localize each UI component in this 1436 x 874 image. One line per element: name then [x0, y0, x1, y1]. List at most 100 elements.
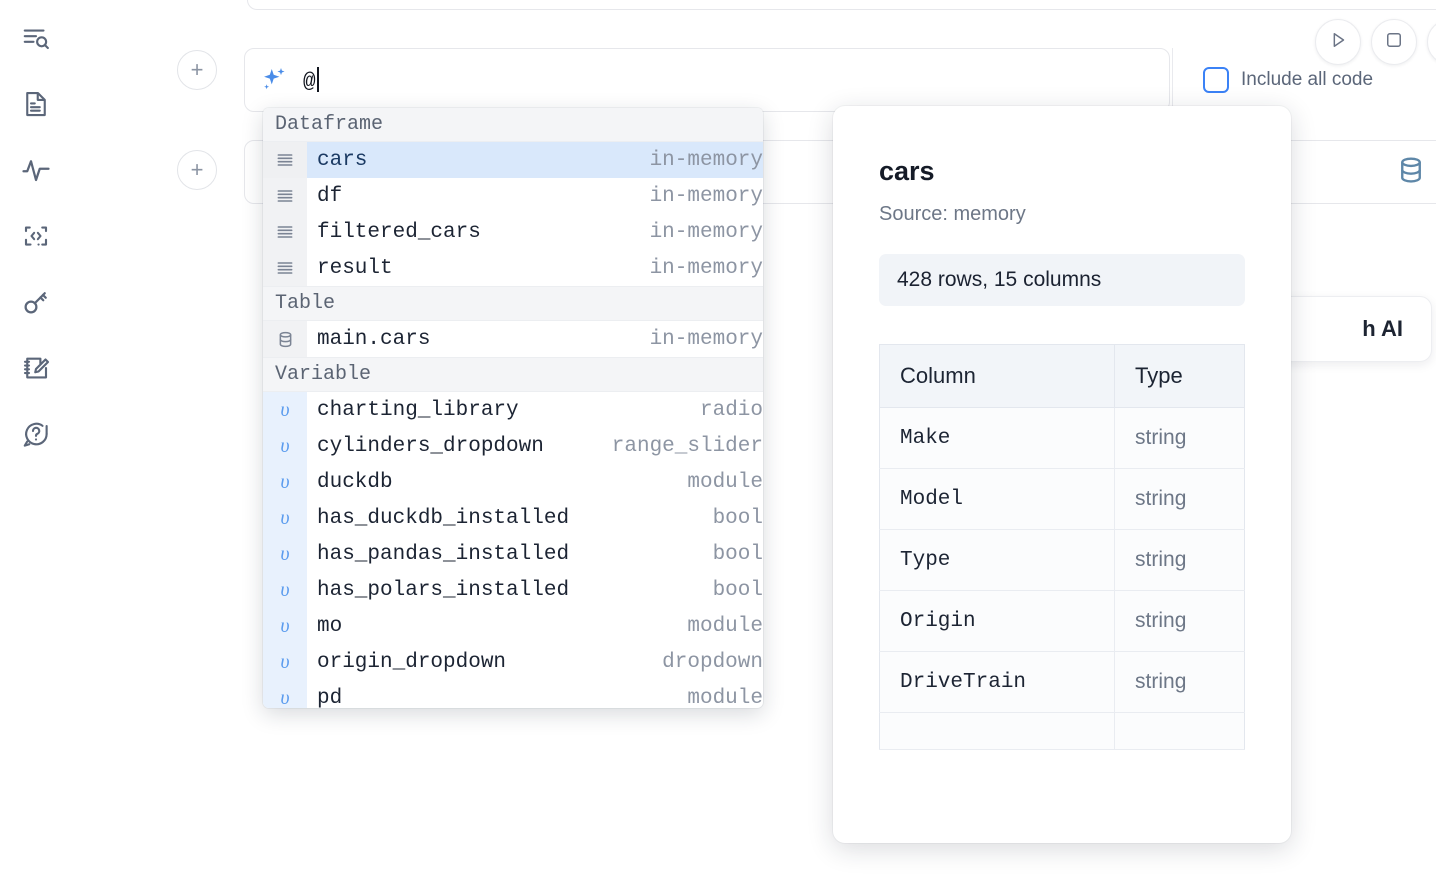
- autocomplete-item-type: module: [687, 614, 763, 638]
- database-icon: [263, 321, 307, 357]
- autocomplete-item-name: main.cars: [317, 327, 431, 351]
- key-icon: [21, 287, 51, 317]
- square-stop-icon: [1384, 30, 1404, 55]
- sparkle-icon: [259, 65, 289, 95]
- autocomplete-item-name: pd: [317, 686, 343, 709]
- doc-type-cell: [1114, 712, 1245, 750]
- autocomplete-item-name: origin_dropdown: [317, 650, 507, 674]
- autocomplete-group-header: Variable: [263, 357, 763, 392]
- doc-column-cell: Type: [879, 529, 1116, 591]
- doc-type-cell: string: [1114, 468, 1245, 530]
- autocomplete-group-header: Dataframe: [263, 108, 763, 142]
- dataframe-icon: [263, 214, 307, 250]
- autocomplete-item[interactable]: υ has_pandas_installed bool: [263, 536, 763, 572]
- dataframe-icon: [263, 178, 307, 214]
- doc-type-cell: string: [1114, 529, 1245, 591]
- ai-prompt-value: @: [303, 70, 316, 94]
- doc-column-cell: Model: [879, 468, 1116, 530]
- autocomplete-item[interactable]: υ has_duckdb_installed bool: [263, 500, 763, 536]
- autocomplete-item[interactable]: υ has_polars_installed bool: [263, 572, 763, 608]
- stop-button[interactable]: [1371, 19, 1417, 65]
- autocomplete-item[interactable]: main.cars in-memory: [263, 321, 763, 357]
- doc-source: Source: memory: [879, 203, 1026, 225]
- sidebar-item-explore-outline[interactable]: [14, 16, 58, 60]
- help-chat-icon: [21, 419, 51, 449]
- autocomplete-item-type: dropdown: [662, 650, 763, 674]
- autocomplete-item-type: module: [687, 470, 763, 494]
- explore-outline-icon: [21, 23, 51, 53]
- autocomplete-item-type: bool: [712, 578, 763, 602]
- database-icon[interactable]: [1396, 155, 1426, 190]
- ai-prompt-input[interactable]: @: [303, 66, 319, 94]
- autocomplete-item-type: in-memory: [649, 184, 763, 208]
- autocomplete-item-name: has_duckdb_installed: [317, 506, 570, 530]
- doc-shape-badge: 428 rows, 15 columns: [879, 254, 1245, 306]
- autocomplete-item[interactable]: result in-memory: [263, 250, 763, 286]
- dataframe-icon: [263, 250, 307, 286]
- sidebar-item-activity[interactable]: [14, 148, 58, 192]
- autocomplete-item-name: charting_library: [317, 398, 519, 422]
- variable-icon: υ: [263, 428, 307, 464]
- sidebar-item-secrets[interactable]: [14, 280, 58, 324]
- ai-prompt-bar[interactable]: @: [244, 48, 1170, 112]
- variable-icon: υ: [263, 680, 307, 708]
- autocomplete-item[interactable]: υ cylinders_dropdown range_slider: [263, 428, 763, 464]
- sidebar-item-file[interactable]: [14, 82, 58, 126]
- include-all-code-row[interactable]: Include all code: [1172, 48, 1436, 112]
- variable-icon: υ: [263, 500, 307, 536]
- doc-column-cell: Origin: [879, 590, 1116, 652]
- include-all-code-label: Include all code: [1241, 69, 1374, 90]
- doc-type-cell: string: [1114, 407, 1245, 469]
- variable-icon: υ: [263, 464, 307, 500]
- autocomplete-item-type: in-memory: [649, 327, 763, 351]
- include-all-code-checkbox[interactable]: [1203, 67, 1229, 93]
- add-cell-button-bottom[interactable]: +: [177, 150, 217, 190]
- autocomplete-item-type: module: [687, 686, 763, 709]
- sidebar-item-scratchpad[interactable]: [14, 346, 58, 390]
- sidebar-item-snippets[interactable]: [14, 214, 58, 258]
- doc-table-header-row: Column Type: [879, 344, 1245, 408]
- table-row: [879, 712, 1245, 750]
- autocomplete-item-name: result: [317, 256, 393, 280]
- variable-icon: υ: [263, 536, 307, 572]
- autocomplete-group-header: Table: [263, 286, 763, 321]
- documentation-panel: cars Source: memory 428 rows, 15 columns…: [833, 106, 1291, 843]
- add-cell-button-top[interactable]: +: [177, 50, 217, 90]
- autocomplete-item-type: bool: [712, 506, 763, 530]
- autocomplete-item-name: cars: [317, 148, 368, 172]
- autocomplete-item-name: cylinders_dropdown: [317, 434, 544, 458]
- autocomplete-item-type: in-memory: [649, 256, 763, 280]
- doc-type-header: Type: [1114, 344, 1245, 408]
- autocomplete-item-name: has_polars_installed: [317, 578, 570, 602]
- sidebar-item-help[interactable]: [14, 412, 58, 456]
- autocomplete-item[interactable]: cars in-memory: [263, 142, 763, 178]
- run-button[interactable]: [1315, 19, 1361, 65]
- file-document-icon: [21, 89, 51, 119]
- variable-icon: υ: [263, 572, 307, 608]
- autocomplete-item-name: duckdb: [317, 470, 393, 494]
- doc-title: cars: [879, 156, 935, 186]
- sidebar-rail: [0, 0, 72, 874]
- scratchpad-edit-icon: [21, 353, 51, 383]
- autocomplete-item-type: in-memory: [649, 148, 763, 172]
- autocomplete-item-type: bool: [712, 542, 763, 566]
- autocomplete-item-name: has_pandas_installed: [317, 542, 570, 566]
- autocomplete-item-type: radio: [699, 398, 763, 422]
- autocomplete-item-type: range_slider: [611, 434, 763, 458]
- autocomplete-item-name: filtered_cars: [317, 220, 481, 244]
